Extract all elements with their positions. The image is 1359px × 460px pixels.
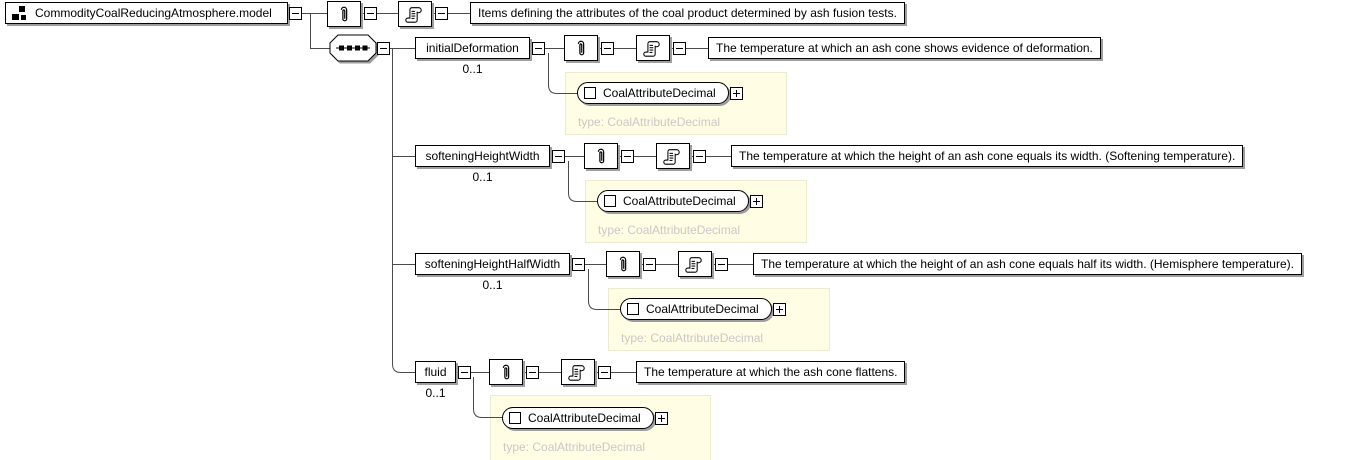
cardinality-label: 0..1 — [472, 170, 493, 184]
documentation-text: The temperature at which the height of a… — [753, 253, 1302, 275]
documentation-text-value: The temperature at which the ash cone fl… — [644, 365, 898, 379]
sequence-dots-icon — [336, 45, 370, 51]
expand-button[interactable] — [772, 303, 786, 316]
collapse-button[interactable] — [552, 150, 565, 163]
collapse-button[interactable] — [601, 42, 614, 55]
documentation-node[interactable] — [398, 1, 432, 27]
documentation-node[interactable] — [678, 251, 712, 277]
element-name: fluid — [424, 365, 447, 379]
documentation-node[interactable] — [561, 359, 595, 385]
type-caption: type: CoalAttributeDecimal — [503, 440, 646, 454]
documentation-text-value: The temperature at which the height of a… — [761, 257, 1294, 271]
expand-button[interactable] — [749, 195, 763, 208]
documentation-text: Items defining the attributes of the coa… — [470, 2, 905, 24]
paperclip-icon — [502, 364, 510, 380]
root-element-node[interactable]: CommodityCoalReducingAtmosphere.model — [5, 2, 288, 24]
cardinality-label: 0..1 — [482, 278, 503, 292]
documentation-text: The temperature at which an ash cone sho… — [708, 37, 1101, 59]
documentation-text: The temperature at which the ash cone fl… — [636, 361, 906, 383]
square-icon — [584, 87, 596, 99]
collapse-button[interactable] — [572, 258, 585, 271]
type-node-CoalAttributeDecimal[interactable]: CoalAttributeDecimal — [597, 190, 749, 212]
cardinality-label: 0..1 — [462, 62, 483, 76]
type-caption: type: CoalAttributeDecimal — [621, 331, 764, 345]
type-node-CoalAttributeDecimal[interactable]: CoalAttributeDecimal — [502, 407, 654, 429]
expand-button[interactable] — [729, 87, 743, 100]
collapse-button[interactable] — [289, 7, 302, 20]
collapse-button[interactable] — [364, 7, 377, 20]
element-node-initialDeformation[interactable]: initialDeformation — [415, 37, 530, 59]
collapse-button[interactable] — [715, 258, 728, 271]
element-name: softeningHeightHalfWidth — [424, 257, 561, 271]
scroll-icon — [685, 257, 702, 273]
square-icon — [604, 195, 616, 207]
annotation-node[interactable] — [606, 251, 640, 277]
scroll-icon — [663, 149, 680, 165]
model-icon — [12, 6, 26, 20]
type-name: CoalAttributeDecimal — [623, 194, 736, 208]
expand-button[interactable] — [654, 412, 668, 425]
annotation-node[interactable] — [584, 143, 618, 169]
element-node-softeningHeightWidth[interactable]: softeningHeightWidth — [415, 145, 550, 167]
documentation-text: The temperature at which the height of a… — [731, 145, 1244, 167]
type-name: CoalAttributeDecimal — [528, 411, 641, 425]
element-node-softeningHeightHalfWidth[interactable]: softeningHeightHalfWidth — [415, 253, 570, 275]
collapse-button[interactable] — [598, 366, 611, 379]
type-caption: type: CoalAttributeDecimal — [598, 223, 741, 237]
collapse-button[interactable] — [643, 258, 656, 271]
paperclip-icon — [597, 148, 605, 164]
annotation-node[interactable] — [489, 359, 523, 385]
annotation-node[interactable] — [327, 1, 361, 27]
annotation-node[interactable] — [564, 35, 598, 61]
collapse-button[interactable] — [526, 366, 539, 379]
scroll-icon — [405, 7, 422, 23]
type-node-CoalAttributeDecimal[interactable]: CoalAttributeDecimal — [620, 298, 772, 320]
type-name: CoalAttributeDecimal — [646, 302, 759, 316]
documentation-text-value: Items defining the attributes of the coa… — [478, 6, 897, 20]
documentation-node[interactable] — [636, 35, 670, 61]
element-name: softeningHeightWidth — [425, 149, 540, 163]
element-node-fluid[interactable]: fluid — [415, 361, 456, 383]
scroll-icon — [643, 41, 660, 57]
scroll-icon — [568, 365, 585, 381]
type-node-CoalAttributeDecimal[interactable]: CoalAttributeDecimal — [577, 82, 729, 104]
collapse-button[interactable] — [458, 366, 471, 379]
root-element-name: CommodityCoalReducingAtmosphere.model — [35, 6, 272, 20]
type-name: CoalAttributeDecimal — [603, 86, 716, 100]
element-name: initialDeformation — [426, 41, 519, 55]
paperclip-icon — [340, 6, 348, 22]
square-icon — [627, 303, 639, 315]
collapse-button[interactable] — [377, 42, 390, 55]
collapse-button[interactable] — [673, 42, 686, 55]
documentation-text-value: The temperature at which an ash cone sho… — [716, 41, 1093, 55]
sequence-compositor-node[interactable] — [329, 34, 377, 62]
paperclip-icon — [619, 256, 627, 272]
collapse-button[interactable] — [693, 150, 706, 163]
paperclip-icon — [577, 40, 585, 56]
cardinality-label: 0..1 — [425, 386, 446, 400]
collapse-button[interactable] — [532, 42, 545, 55]
documentation-text-value: The temperature at which the height of a… — [739, 149, 1236, 163]
square-icon — [509, 412, 521, 424]
collapse-button[interactable] — [621, 150, 634, 163]
documentation-node[interactable] — [656, 143, 690, 169]
type-caption: type: CoalAttributeDecimal — [578, 115, 721, 129]
collapse-button[interactable] — [435, 7, 448, 20]
